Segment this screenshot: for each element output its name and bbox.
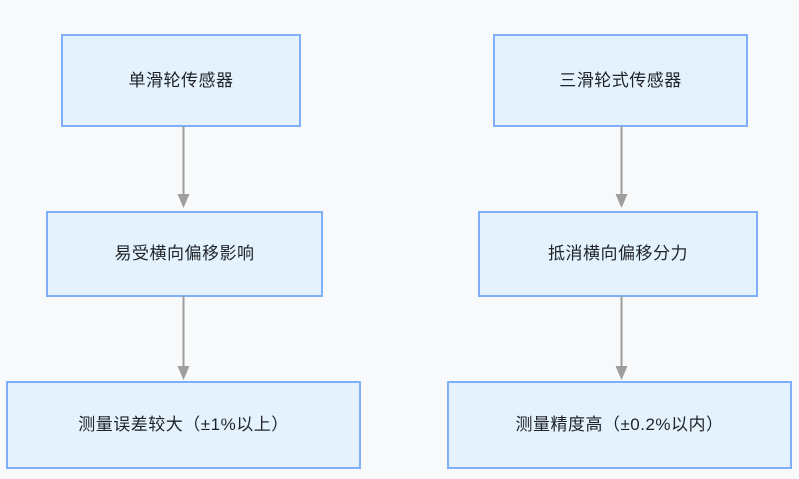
flowchart-node-triple-pulley-sensor[interactable]: 三滑轮式传感器 xyxy=(493,34,748,127)
arrowhead-down-icon xyxy=(177,194,190,208)
arrowhead-down-icon xyxy=(615,366,628,380)
node-label: 抵消横向偏移分力 xyxy=(548,244,688,264)
arrowhead-down-icon xyxy=(615,194,628,208)
flowchart-node-high-measurement-accuracy[interactable]: 测量精度高（±0.2%以内） xyxy=(447,381,792,469)
flowchart-edge-l2-to-l3 xyxy=(175,296,192,381)
node-label: 三滑轮式传感器 xyxy=(559,70,682,90)
arrowhead-down-icon xyxy=(177,366,190,380)
node-label: 测量误差较大（±1%以上） xyxy=(78,415,289,435)
flowchart-edge-r1-to-r2 xyxy=(613,126,630,211)
node-label: 单滑轮传感器 xyxy=(128,70,234,90)
flowchart-node-single-pulley-sensor[interactable]: 单滑轮传感器 xyxy=(61,34,301,127)
flowchart-node-large-measurement-error[interactable]: 测量误差较大（±1%以上） xyxy=(6,381,361,469)
node-label: 测量精度高（±0.2%以内） xyxy=(515,415,724,435)
flowchart-edge-l1-to-l2 xyxy=(175,126,192,211)
flowchart-node-lateral-offset-affected[interactable]: 易受横向偏移影响 xyxy=(46,211,323,297)
flowchart-node-cancel-lateral-offset-force[interactable]: 抵消横向偏移分力 xyxy=(478,211,758,297)
node-label: 易受横向偏移影响 xyxy=(114,244,255,264)
flowchart-edge-r2-to-r3 xyxy=(613,296,630,381)
